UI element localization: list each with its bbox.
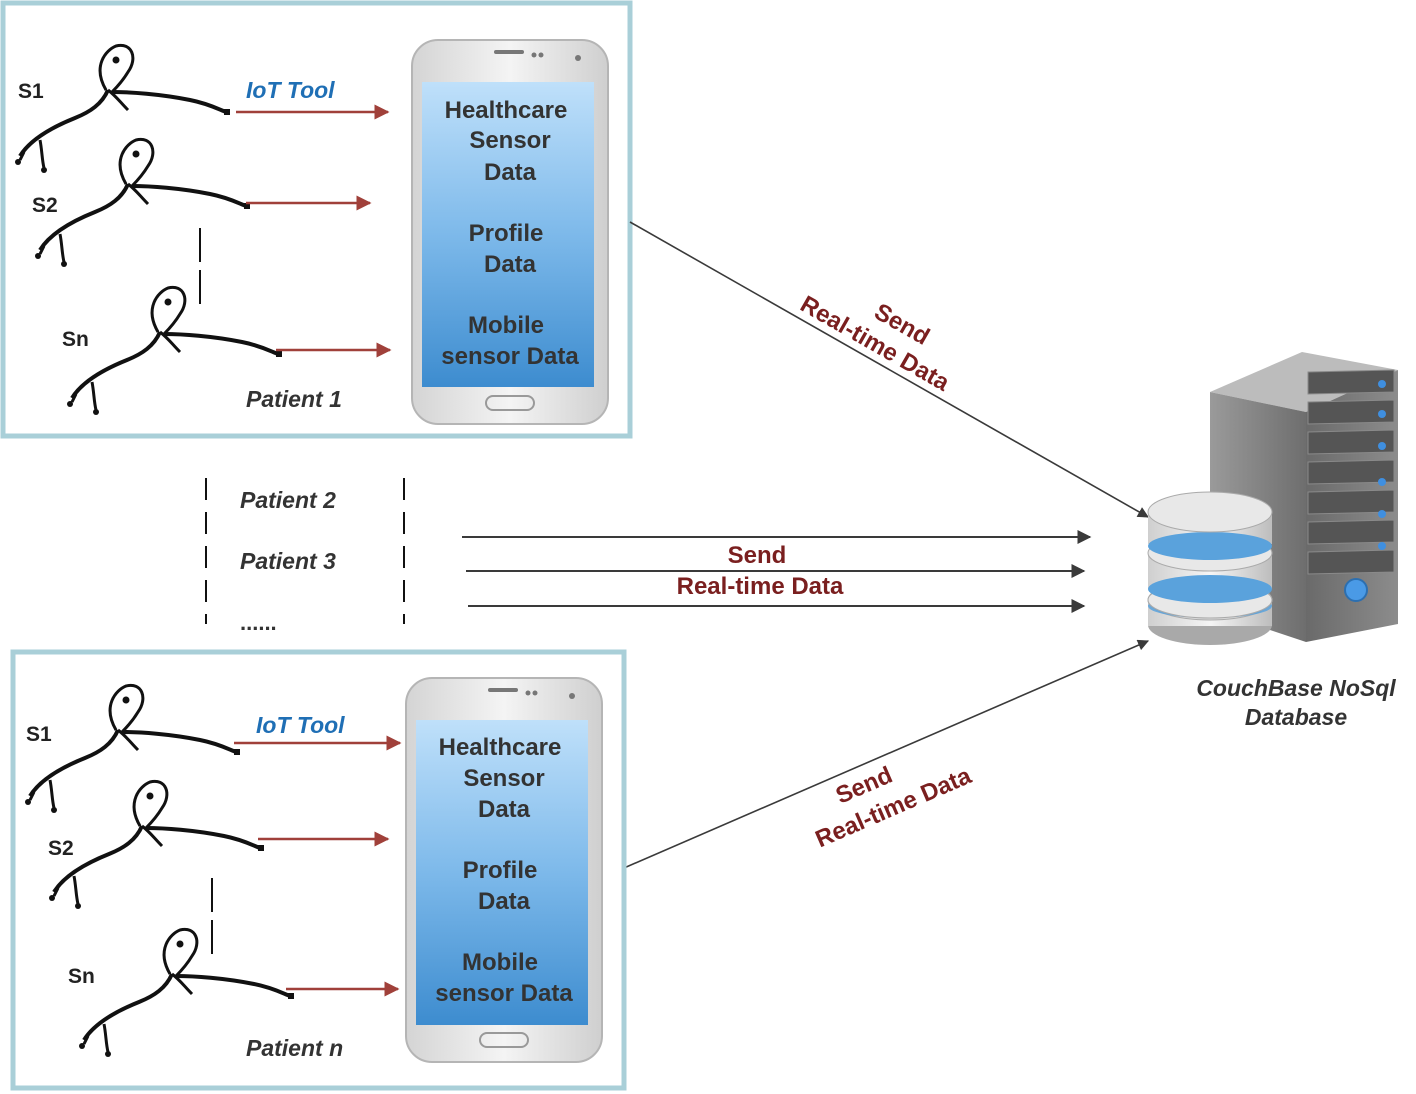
smartphone-icon [411, 39, 609, 425]
stethoscope-icon [23, 683, 242, 815]
sensor-label-sn: Sn [62, 328, 89, 351]
patient-1-box [0, 0, 633, 439]
iot-tool-label: IoT Tool [246, 77, 335, 103]
database-label: CouchBase NoSql [1196, 675, 1396, 701]
smartphone-icon [405, 677, 603, 1063]
database-icon [1147, 491, 1273, 645]
sensor-label-s2: S2 [32, 194, 58, 217]
phone-line: sensor Data [435, 980, 573, 1007]
patient-label: Patient n [246, 1035, 343, 1061]
sensor-label-sn: Sn [68, 965, 95, 988]
phone-line: Data [484, 251, 537, 278]
patient-label: Patient 1 [246, 386, 342, 412]
database-label: Database [1245, 704, 1347, 730]
phone-line: Profile [463, 857, 538, 884]
send-arrow-bottom [623, 639, 1150, 869]
phone-line: Healthcare [445, 97, 568, 124]
iot-tool-label: IoT Tool [256, 712, 345, 738]
sensor-label-s1: S1 [26, 723, 52, 746]
phone-line: sensor Data [441, 343, 579, 370]
send-arrow-top [629, 221, 1149, 518]
phone-line: Profile [469, 220, 544, 247]
phone-line: Mobile [468, 312, 544, 339]
phone-line: Data [484, 159, 537, 186]
phone-line: Data [478, 888, 531, 915]
stethoscope-icon [33, 137, 252, 269]
phone-line: Mobile [462, 949, 538, 976]
send-label: Send [728, 542, 787, 569]
patient-n-box [10, 649, 627, 1091]
realtime-data-label: Real-time Data [796, 291, 955, 397]
phone-line: Healthcare [439, 734, 562, 761]
phone-line: Sensor [463, 765, 544, 792]
more-patients-ellipsis: ...... [240, 610, 277, 635]
phone-screen-text: Healthcare Sensor Data Profile Data Mobi… [435, 734, 573, 1007]
server-icon [1210, 352, 1398, 642]
patient-3-label: Patient 3 [240, 548, 336, 574]
realtime-data-label: Real-time Data [677, 573, 844, 600]
phone-line: Data [478, 796, 531, 823]
sensor-label-s2: S2 [48, 837, 74, 860]
phone-screen-text: Healthcare Sensor Data Profile Data Mobi… [441, 97, 579, 370]
stethoscope-icon [47, 779, 266, 911]
patient-2-label: Patient 2 [240, 487, 336, 513]
sensor-label-s1: S1 [18, 80, 44, 103]
phone-line: Sensor [469, 127, 550, 154]
